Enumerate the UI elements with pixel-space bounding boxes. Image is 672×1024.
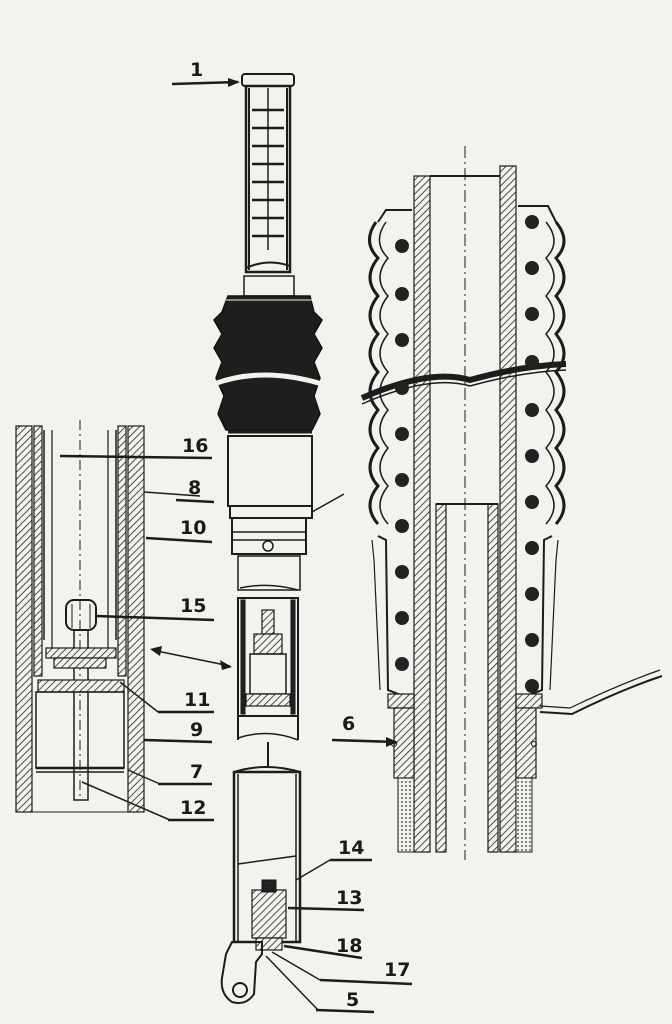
callout-6: 6 <box>342 713 355 735</box>
callout-14: 14 <box>338 837 364 859</box>
upper-collar <box>243 275 295 297</box>
callout-18: 18 <box>336 935 362 957</box>
callout-10: 10 <box>180 517 206 539</box>
left-rod <box>73 629 89 801</box>
callout-7: 7 <box>190 761 203 783</box>
slider-tube <box>227 435 313 507</box>
right-gaiter-right <box>553 221 566 525</box>
centre-damper-assembly <box>213 73 345 1004</box>
callout-11: 11 <box>184 689 210 711</box>
seal-holder <box>393 707 415 779</box>
coil-spring <box>395 215 539 693</box>
top-spring-tube <box>244 84 292 274</box>
callout-9: 9 <box>190 719 203 741</box>
cable <box>539 675 663 716</box>
callout-15: 15 <box>180 595 206 617</box>
callout-5: 5 <box>346 989 359 1011</box>
seal-housing <box>231 517 307 555</box>
bottom-eye <box>220 941 263 1004</box>
callout-16: 16 <box>182 435 208 457</box>
left-section-view <box>15 420 145 813</box>
callout-17: 17 <box>384 959 410 981</box>
left-nut <box>65 599 97 631</box>
callout-12: 12 <box>180 797 206 819</box>
right-gaiter-left <box>368 221 381 525</box>
reference-arrow <box>150 646 232 670</box>
right-section-view <box>360 146 663 860</box>
damper-valve-stack <box>252 108 284 238</box>
bottom-valve <box>251 889 287 939</box>
rubber-gaiter <box>213 295 323 431</box>
callout-labels: 1 16 8 10 15 11 9 7 12 6 14 13 18 17 5 <box>180 59 410 1011</box>
callout-8: 8 <box>188 477 201 499</box>
damper-cylinder <box>237 597 299 717</box>
callout-13: 13 <box>336 887 362 909</box>
callout-1: 1 <box>190 59 203 81</box>
callouts <box>59 78 413 1014</box>
top-nut <box>241 73 295 87</box>
